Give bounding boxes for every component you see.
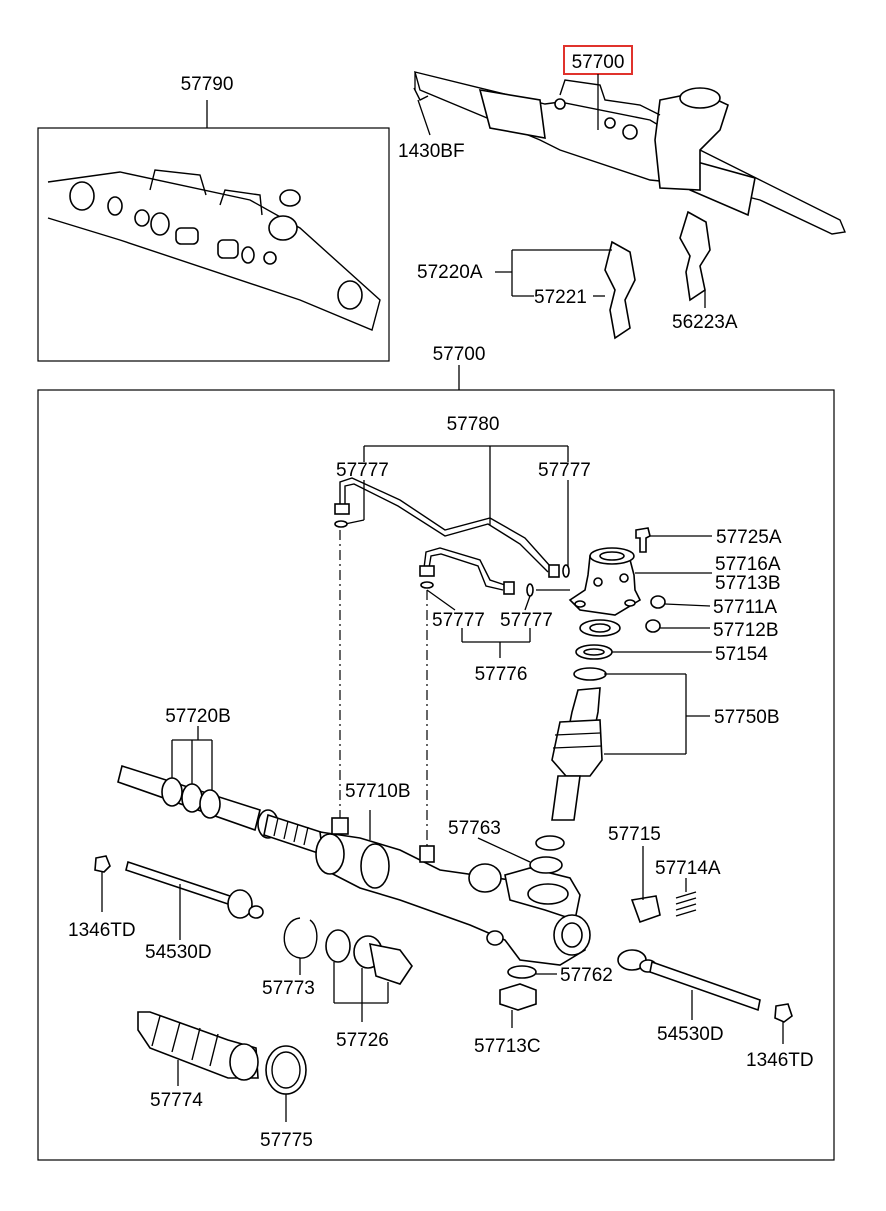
label-54530D-left: 54530D (145, 942, 212, 963)
label-57763: 57763 (448, 818, 501, 839)
bolt-57725A (635, 527, 651, 553)
label-1430BF: 1430BF (398, 141, 465, 162)
label-57776: 57776 (475, 664, 528, 685)
label-57712B: 57712B (713, 620, 779, 641)
boot-57774: 57774 (137, 1011, 259, 1111)
yoke-parts: 57715 57714A (608, 824, 721, 924)
bushing-57726: 57726 (325, 929, 413, 1051)
clamp-57775: 57775 (260, 1045, 313, 1151)
label-57715: 57715 (608, 824, 661, 845)
nut-1346TD-left (94, 855, 111, 873)
rack-body: 57710B (117, 764, 591, 966)
label-57154: 57154 (715, 644, 768, 665)
label-57725A: 57725A (716, 527, 782, 548)
plug-parts: 57762 57713C (474, 965, 613, 1057)
clamp-57221 (604, 240, 636, 340)
plug-57713C (499, 983, 537, 1011)
inset-frame (37, 127, 390, 362)
top-boot-left (478, 89, 546, 139)
label-57221: 57221 (534, 287, 587, 308)
label-57775: 57775 (260, 1130, 313, 1151)
label-57777-b: 57777 (538, 460, 591, 481)
label-57700-main: 57700 (433, 344, 486, 365)
group-57776: 57777 57777 57776 (426, 589, 553, 685)
seal-57763: 57763 (448, 818, 565, 874)
yoke-57715 (630, 895, 661, 924)
nut-1346TD-right (774, 1003, 793, 1023)
clamp-56223A (679, 210, 711, 302)
label-54530D-right: 54530D (657, 1024, 724, 1045)
tie-rod-left: 1346TD 54530D (68, 855, 264, 963)
label-57726: 57726 (336, 1030, 389, 1051)
spring-57714A (675, 891, 697, 917)
label-57750B: 57750B (714, 707, 780, 728)
label-1346TD-right: 1346TD (746, 1050, 814, 1071)
label-57716A: 57716A (715, 554, 781, 575)
tie-rod-right: 54530D 1346TD (617, 949, 814, 1071)
label-57762: 57762 (560, 965, 613, 986)
valve-housing: 57725A 57716A 57713B 57711A 57712B 57154 (568, 527, 782, 665)
label-57774: 57774 (150, 1090, 203, 1111)
oring-57762 (507, 965, 537, 979)
top-assembly: 57700 1430BF (398, 45, 846, 235)
label-57777-a: 57777 (336, 460, 389, 481)
label-57790: 57790 (181, 74, 234, 95)
inset-57790: 57790 (37, 74, 390, 362)
label-57710B: 57710B (345, 781, 411, 802)
label-57713C: 57713C (474, 1036, 541, 1057)
pinion-57750B: 57750B (551, 667, 780, 821)
seal-57711A (650, 595, 666, 609)
snap-ring-57773: 57773 (262, 917, 318, 999)
clamps: 57220A 57221 56223A (417, 210, 738, 340)
label-57713B: 57713B (715, 573, 781, 594)
main-frame (37, 389, 835, 1161)
label-57773: 57773 (262, 978, 315, 999)
rings-57720B: 57720B (165, 706, 231, 792)
label-57777-d: 57777 (500, 610, 553, 631)
label-57720B: 57720B (165, 706, 231, 727)
label-57700-highlight: 57700 (572, 52, 625, 73)
label-57711A: 57711A (713, 597, 777, 618)
label-56223A: 56223A (672, 312, 738, 333)
pipes-57780: 57780 57777 57777 (334, 414, 591, 597)
label-57220A: 57220A (417, 262, 483, 283)
label-57780: 57780 (447, 414, 500, 435)
label-57714A: 57714A (655, 858, 721, 879)
seal-57712B (645, 619, 661, 633)
label-57777-c: 57777 (432, 610, 485, 631)
label-1346TD-left: 1346TD (68, 920, 136, 941)
